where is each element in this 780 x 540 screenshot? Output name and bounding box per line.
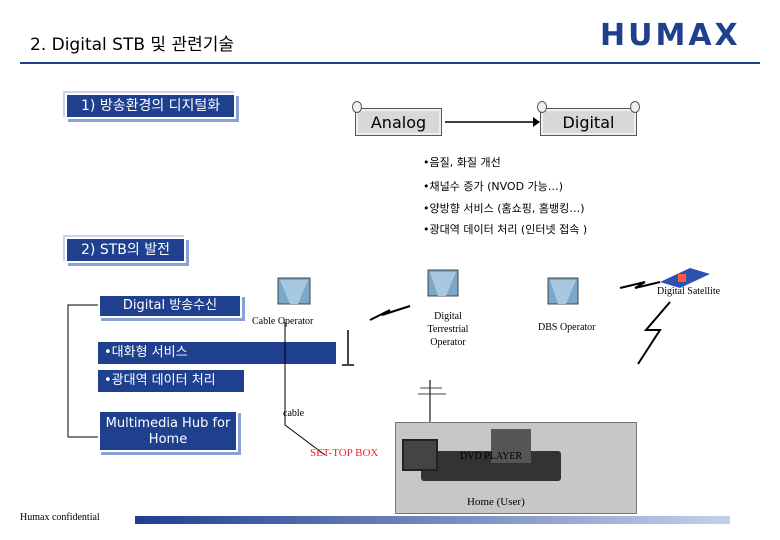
tv-icon <box>402 439 438 471</box>
dvd-label: DVD PLAYER <box>460 451 523 462</box>
lightning-link-icon <box>619 281 661 289</box>
scroll-curl <box>630 101 640 113</box>
terrestrial-operator-label: Digital Terrestrial Operator <box>427 311 469 348</box>
section-1-label: 1) 방송환경의 디지털화 <box>65 93 237 119</box>
lightning-link-icon <box>369 305 411 321</box>
people-icon <box>491 429 531 463</box>
cable-line <box>284 322 326 456</box>
lightning-link-icon <box>637 301 671 365</box>
antenna-icon <box>418 380 446 420</box>
broadband-data-band: •광대역 데이터 처리 <box>98 370 244 392</box>
benefit-bullet: •광대역 데이터 처리 (인터넷 접속 ) <box>423 223 588 236</box>
benefit-bullet: •음질, 화질 개선 <box>423 156 501 169</box>
terrestrial-operator-dish-icon <box>427 269 459 297</box>
home-room-photo <box>395 422 637 514</box>
network-diagram <box>277 268 710 460</box>
interactive-service-band: •대화형 서비스 <box>98 342 336 364</box>
cable-operator-dish-icon <box>277 277 311 305</box>
scroll-curl <box>352 101 362 113</box>
dbs-operator-label: DBS Operator <box>538 322 596 333</box>
benefit-bullet: •양방향 서비스 (홈쇼핑, 홈뱅킹…) <box>423 202 585 215</box>
digital-label: Digital <box>562 113 615 132</box>
section-2-label: 2) STB의 발전 <box>65 237 186 263</box>
home-user-label: Home (User) <box>467 496 525 508</box>
analog-label: Analog <box>370 113 427 132</box>
benefit-bullet: •채널수 증가 (NVOD 가능…) <box>423 180 564 193</box>
footer-bar <box>135 516 730 524</box>
digital-reception-box: Digital 방송수신 <box>98 294 242 318</box>
broadcast-tower-icon <box>342 330 354 366</box>
digital-scroll: Digital <box>537 101 640 136</box>
satellite-icon <box>660 268 710 288</box>
scroll-curl <box>537 101 547 113</box>
satellite-label: Digital Satellite <box>657 286 721 297</box>
dbs-operator-dish-icon <box>547 277 579 305</box>
title-divider <box>20 62 760 64</box>
analog-scroll: Analog <box>352 101 442 136</box>
page-title: 2. Digital STB 및 관련기술 <box>30 35 235 55</box>
multimedia-hub-box: Multimedia Hub for Home <box>98 410 238 452</box>
analog-to-digital-arrow <box>445 117 540 127</box>
cable-operator-label: Cable Operator <box>252 316 314 327</box>
humax-logo: HUMAX <box>600 18 741 53</box>
confidential-footer: Humax confidential <box>20 512 100 523</box>
stb-label: SET-TOP BOX <box>310 447 379 459</box>
cable-label: cable <box>283 408 305 419</box>
